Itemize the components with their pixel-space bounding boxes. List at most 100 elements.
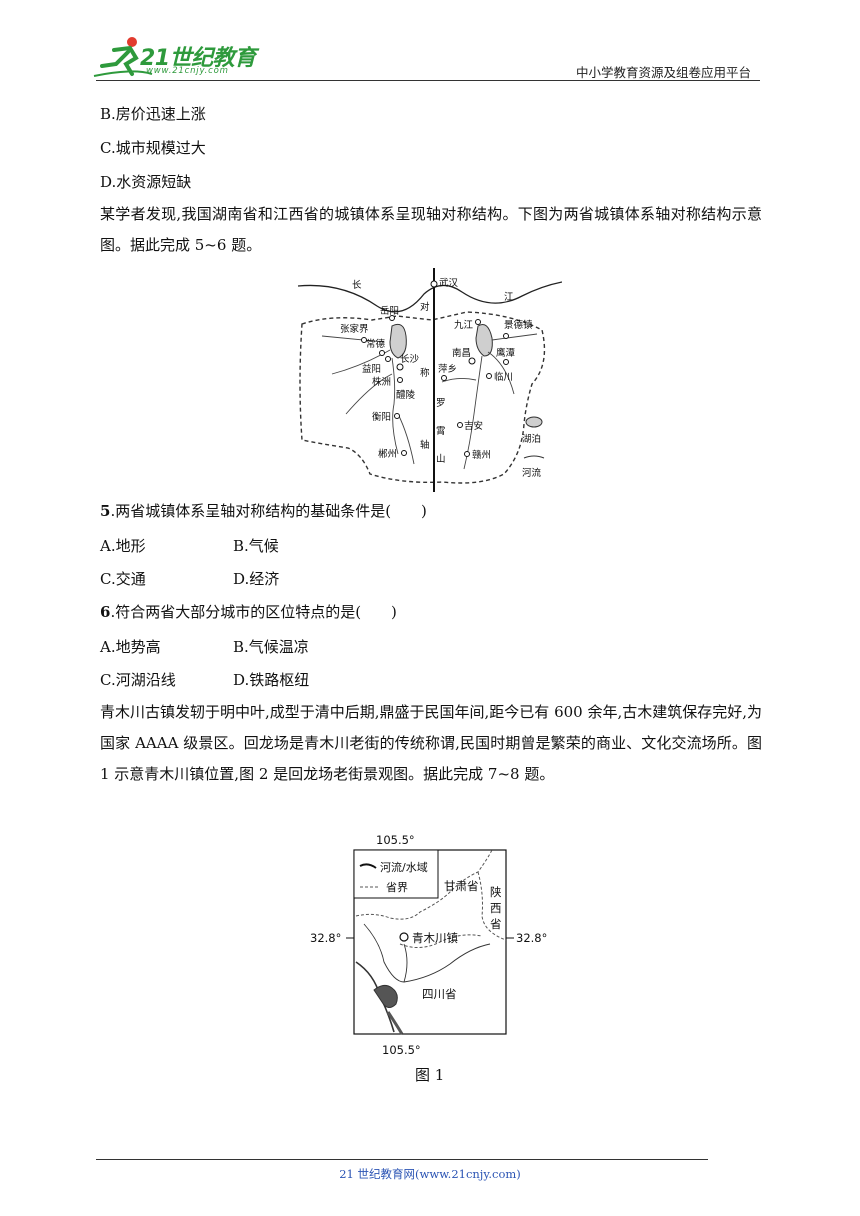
label-lon-top: 105.5° xyxy=(376,833,415,847)
question-5-option-a: A.地形 xyxy=(100,537,146,555)
question-5-option-c: C.交通 xyxy=(100,570,146,588)
chang-river xyxy=(491,333,538,341)
label-zhou: 轴 xyxy=(420,439,430,451)
footer-text: 21 世纪教育网(www.21cnjy.com) xyxy=(339,1167,521,1181)
header-platform-text: 中小学教育资源及组卷应用平台 xyxy=(576,65,752,80)
map-legend-box xyxy=(353,849,439,899)
legend-lake-label: 湖泊 xyxy=(522,434,541,445)
water-body xyxy=(386,1011,404,1035)
label-linchuan: 临川 xyxy=(494,371,513,383)
question-5-text: .两省城镇体系呈轴对称结构的基础条件是( ) xyxy=(110,502,427,520)
label-shaanxi-1: 陕 xyxy=(490,885,502,899)
question-5-option-b: B.气候 xyxy=(233,537,279,555)
label-cheng: 称 xyxy=(420,367,430,379)
yingtan-marker xyxy=(503,359,509,365)
label-lat-right: 32.8° xyxy=(516,931,547,945)
question-5-number: 5 xyxy=(100,502,111,520)
logo-url: www.21cnjy.com xyxy=(146,66,229,76)
question-5-stem: 5.两省城镇体系呈轴对称结构的基础条件是( ) xyxy=(100,500,427,522)
site-logo xyxy=(93,37,153,77)
label-chang: 长 xyxy=(352,279,362,291)
label-yiyang: 益阳 xyxy=(362,363,381,375)
label-zhuzhou: 株洲 xyxy=(372,376,391,388)
label-zhangjiajie: 张家界 xyxy=(340,323,369,335)
footer-divider xyxy=(96,1159,708,1160)
reservoir xyxy=(373,984,398,1008)
label-pingxiang: 萍乡 xyxy=(438,364,457,375)
fu-river xyxy=(487,351,515,395)
qingmuchuan-marker xyxy=(399,932,409,942)
question-6-stem: 6.符合两省大部分城市的区位特点的是( ) xyxy=(100,601,397,623)
question-6-number: 6 xyxy=(100,603,111,621)
gansu-border xyxy=(355,849,493,920)
label-chenzhou: 郴州 xyxy=(378,448,397,460)
hunan-tributary xyxy=(345,373,393,415)
river-c xyxy=(403,943,491,983)
question-6-option-c: C.河湖沿线 xyxy=(100,671,176,689)
question-6-option-a: A.地势高 xyxy=(100,638,161,656)
yiyang-marker xyxy=(385,356,391,362)
runner-icon xyxy=(93,37,153,77)
label-jingdezhen: 景德镇 xyxy=(504,319,533,331)
jian-marker xyxy=(457,422,463,428)
yueyang-marker xyxy=(389,315,395,321)
jiujiang-marker xyxy=(475,319,481,325)
prev-option-d: D.水资源短缺 xyxy=(100,173,192,191)
yangtze-river xyxy=(297,281,562,313)
label-jiujiang: 九江 xyxy=(454,319,474,331)
river-a xyxy=(363,923,408,983)
label-shaanxi-2: 西 xyxy=(490,901,502,915)
zhuzhou-marker xyxy=(397,377,403,383)
poyang-lake xyxy=(475,324,493,357)
wuhan-marker xyxy=(430,280,438,288)
label-xiao: 霄 xyxy=(436,426,446,437)
nanchang-marker xyxy=(468,357,476,365)
jingdezhen-marker xyxy=(503,333,509,339)
legend-river-icon xyxy=(359,863,377,869)
zhangjiajie-marker xyxy=(361,337,367,343)
legend-river-label: 河流/水域 xyxy=(380,860,428,874)
label-wuhan: 武汉 xyxy=(439,277,459,289)
label-hengyang: 衡阳 xyxy=(372,411,391,423)
ganzhou-marker xyxy=(464,451,470,457)
label-jian: 吉安 xyxy=(464,420,483,432)
label-yingtan: 鹰潭 xyxy=(496,347,516,359)
chenzhou-marker xyxy=(401,450,407,456)
legend-lake-icon xyxy=(525,416,543,428)
label-lat-left: 32.8° xyxy=(310,931,341,945)
changde-marker xyxy=(379,350,385,356)
prev-option-c: C.城市规模过大 xyxy=(100,139,206,157)
intro-paragraph-7-8: 青木川古镇发轫于明中叶,成型于清中后期,鼎盛于民国年间,距今已有 600 余年,… xyxy=(100,703,763,783)
dongting-lake xyxy=(389,323,407,359)
hunan-south-river xyxy=(397,413,415,465)
xiang-river xyxy=(391,357,399,455)
shaanxi-border xyxy=(477,871,507,941)
label-changde: 常德 xyxy=(366,338,386,350)
hunan-jiangxi-map: 长 江 武汉 岳阳 对 张家界 常德 益阳 长沙 株洲 称 醴陵 衡阳 轴 郴州… xyxy=(297,268,562,492)
legend-river-label: 河流 xyxy=(522,467,542,479)
hengyang-marker xyxy=(394,413,400,419)
legend-river-icon xyxy=(523,455,545,459)
label-nanchang: 南昌 xyxy=(452,347,471,359)
zi-river xyxy=(331,349,391,375)
label-lon-bottom: 105.5° xyxy=(382,1043,421,1057)
label-sichuan: 四川省 xyxy=(422,987,457,1001)
logo-text: 21世纪教育 xyxy=(140,46,256,71)
label-jiang: 江 xyxy=(504,292,514,303)
label-gansu: 甘肃省 xyxy=(444,879,479,893)
legend-border-label: 省界 xyxy=(386,881,408,894)
qingmuchuan-location-map: 河流/水域 省界 105.5° 105.5° 32.8° 32.8° 甘肃省 陕… xyxy=(310,833,547,1057)
changsha-marker xyxy=(396,363,404,371)
label-liling: 醴陵 xyxy=(396,389,416,401)
label-qingmuchuan: 青木川镇 xyxy=(412,931,458,945)
province-boundary xyxy=(299,311,546,484)
prev-option-b: B.房价迅速上涨 xyxy=(100,105,206,123)
question-6-option-d: D.铁路枢纽 xyxy=(233,671,310,689)
label-changsha: 长沙 xyxy=(400,353,420,365)
label-luo: 罗 xyxy=(436,398,446,409)
label-dui: 对 xyxy=(420,301,430,313)
intro-paragraph-5-6: 某学者发现,我国湖南省和江西省的城镇体系呈现轴对称结构。下图为两省城镇体系轴对称… xyxy=(100,205,762,254)
question-5-option-d: D.经济 xyxy=(233,570,280,588)
question-6-option-b: B.气候温凉 xyxy=(233,638,309,656)
linchuan-marker xyxy=(486,373,492,379)
